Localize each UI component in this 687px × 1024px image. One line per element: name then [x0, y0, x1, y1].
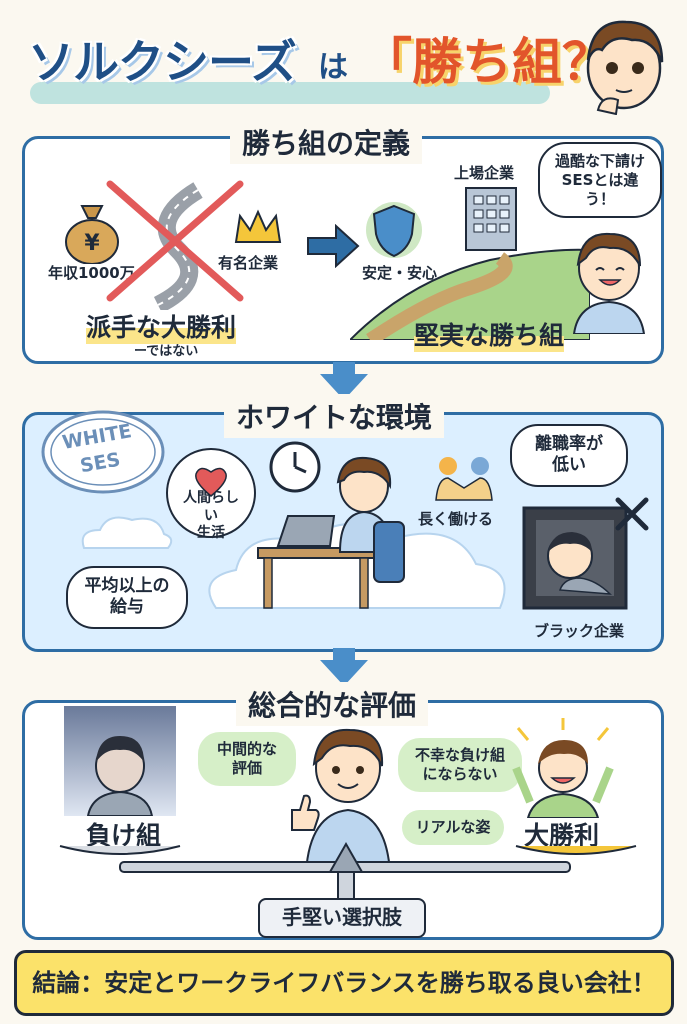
- building-icon: [465, 187, 517, 251]
- loser-label: 負け組: [86, 821, 162, 850]
- right-arrow-icon: [307, 224, 360, 268]
- title-particle: は: [318, 50, 348, 85]
- thinking-boy-illustration: [586, 20, 664, 115]
- listed-company-label: 上場企業: [454, 164, 515, 182]
- conclusion-banner: 結論：安定とワークライフバランスを勝ち取る良い会社！: [14, 950, 674, 1016]
- overall-evaluation-heading: 総合的な評価: [236, 682, 429, 726]
- heart-icon: [195, 467, 227, 497]
- title-underline-band: [30, 82, 550, 104]
- white-ses-stamp: [41, 410, 165, 494]
- down-arrow-1-stem: [333, 362, 355, 376]
- working-boy-illustration: [257, 456, 405, 609]
- money-bag-icon: ¥: [65, 205, 119, 264]
- income-label: 年収1000万: [48, 264, 135, 282]
- clock-icon: [269, 441, 321, 493]
- scale-icon: [59, 841, 637, 907]
- crown-icon: [234, 209, 282, 243]
- title-open-bracket: 「: [362, 33, 412, 91]
- handshake-icon: [435, 457, 493, 501]
- middle-evaluation-bubble: 中間的な 評価: [198, 732, 296, 786]
- x-mark-icon: [615, 497, 649, 531]
- real-figure-bubble: リアルな姿: [402, 810, 504, 845]
- road-icon: [153, 182, 203, 310]
- famous-company-label: 有名企業: [218, 254, 279, 272]
- black-company-label: ブラック企業: [534, 622, 625, 640]
- solid-winner-label: 堅実な勝ち組: [414, 316, 565, 352]
- above-salary-bubble: 平均以上の 給与: [66, 566, 188, 629]
- shield-icon: [366, 202, 422, 258]
- flashy-victory-label: 派手な大勝利: [86, 308, 237, 344]
- long-work-label: 長く働ける: [418, 510, 494, 528]
- cross-mark-icon: [106, 180, 244, 302]
- down-arrow-2-stem: [333, 648, 355, 662]
- thumbs-up-icon: [291, 794, 320, 831]
- down-arrow-2: [320, 660, 368, 686]
- not-label: ーではない: [134, 344, 199, 359]
- page-title: ソルクシーズ: [28, 35, 297, 89]
- happy-boy-illustration: [512, 718, 614, 818]
- big-win-label: 大勝利: [524, 821, 600, 850]
- thumbs-up-boy-illustration: [304, 728, 392, 872]
- svg-text:¥: ¥: [84, 231, 100, 256]
- white-environment-heading: ホワイトな環境: [224, 394, 445, 438]
- definition-heading: 勝ち組の定義: [230, 120, 423, 164]
- solid-choice-label: 手堅い選択肢: [258, 898, 426, 938]
- sad-boy-illustration: [64, 706, 176, 816]
- black-company-box: [522, 506, 628, 610]
- smiling-boy-illustration: [572, 232, 646, 334]
- low-turnover-bubble: 離職率が 低い: [510, 424, 628, 487]
- title-highlight-text: 勝ち組？: [412, 33, 612, 91]
- not-unhappy-bubble: 不幸な負け組 にならない: [398, 738, 522, 792]
- small-cloud: [81, 516, 173, 549]
- subcontract-bubble: 過酷な下請け SESとは違う！: [538, 142, 662, 219]
- safety-label: 安定・安心: [362, 264, 438, 282]
